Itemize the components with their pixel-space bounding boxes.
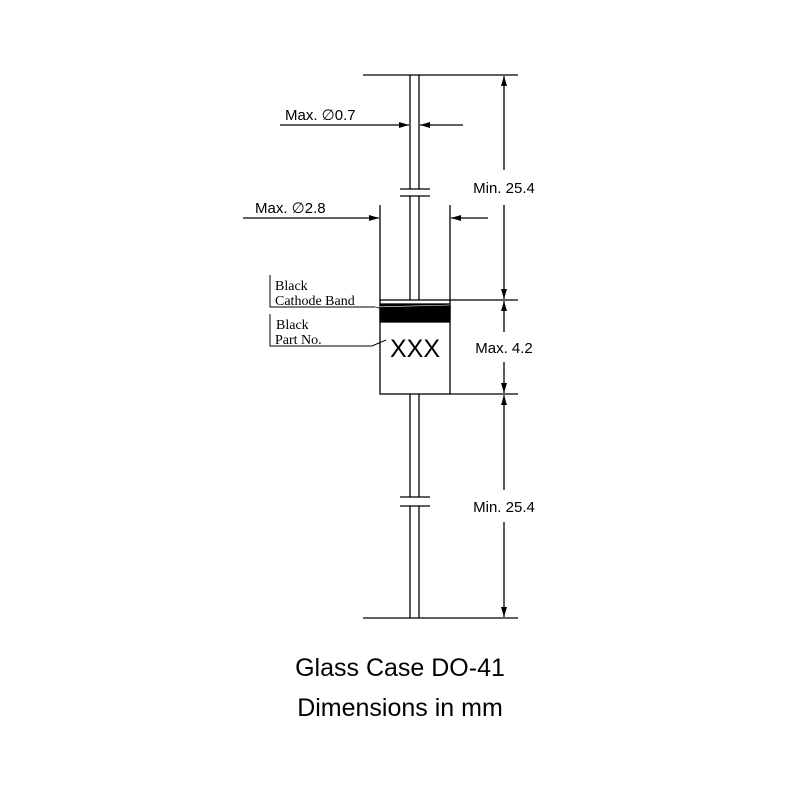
top-lead — [400, 75, 430, 300]
cathode-label-line1: Black — [275, 279, 308, 294]
bottom-lead — [400, 394, 430, 618]
top-lead-length-label: Min. 25.4 — [473, 180, 535, 197]
diode-body — [379, 299, 451, 395]
lead-diameter-label: Max. ∅0.7 — [285, 107, 356, 124]
partno-label-leader — [269, 314, 387, 347]
bottom-lead-length-label: Min. 25.4 — [473, 499, 535, 516]
cathode-label-line2: Cathode Band — [275, 294, 355, 309]
partno-label-line1: Black — [276, 318, 309, 333]
partno-label-line2: Part No. — [275, 333, 322, 348]
caption-units: Dimensions in mm — [297, 694, 503, 722]
caption-title: Glass Case DO-41 — [295, 654, 505, 682]
body-length-label: Max. 4.2 — [475, 340, 533, 357]
part-marking: XXX — [390, 335, 440, 363]
cathode-band — [379, 303, 451, 323]
cathode-band-leader — [374, 304, 451, 308]
body-diameter-label: Max. ∅2.8 — [255, 200, 326, 217]
cathode-label-leader — [269, 275, 381, 309]
